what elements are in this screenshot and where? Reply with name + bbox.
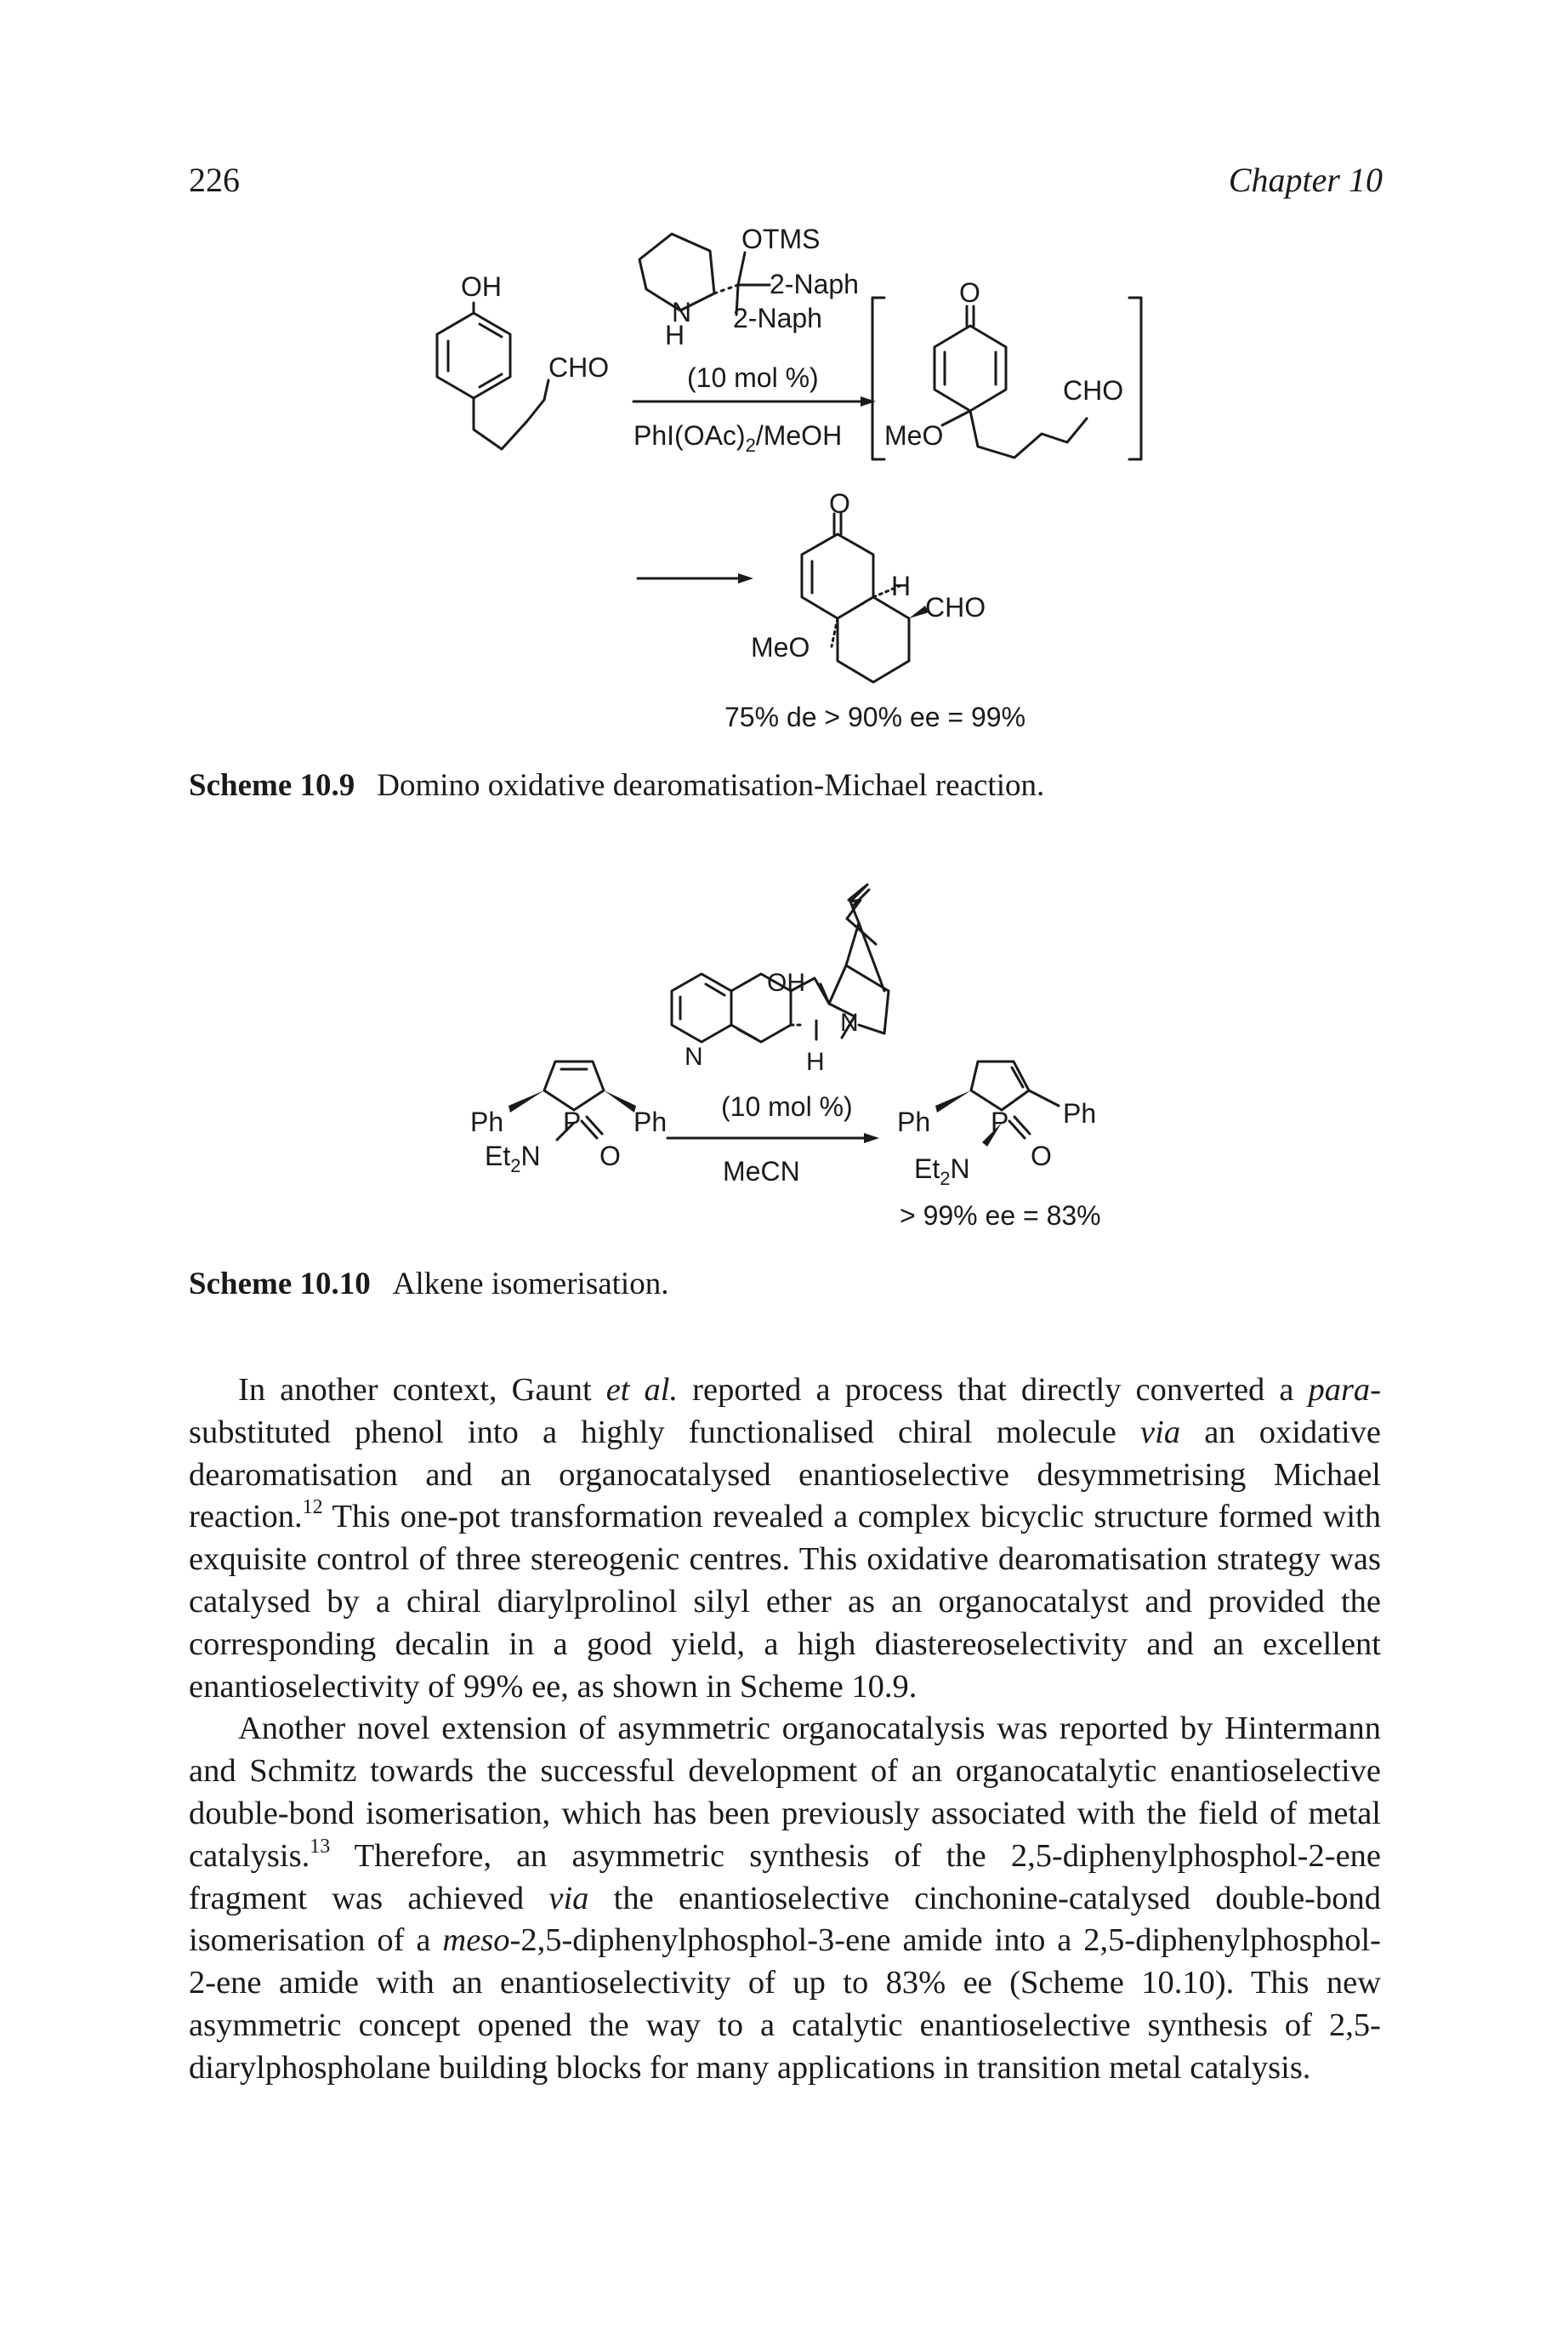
reference-12: 12 — [302, 1496, 323, 1519]
cinchonine-n-bridge-label: N — [840, 1009, 859, 1037]
phospholene-reactant: Ph Ph P O Et2N — [470, 1060, 667, 1176]
product-cho-label: CHO — [925, 592, 986, 623]
scheme2-loading: (10 mol %) — [721, 1091, 853, 1122]
intermediate-cho-label: CHO — [1063, 375, 1123, 406]
reactant-o-label: O — [599, 1141, 621, 1171]
reactant-amine-label: Et2N — [485, 1141, 541, 1176]
scheme1-oxidant: PhI(OAc)2/MeOH — [633, 420, 842, 456]
intermediate-meo-label: MeO — [884, 420, 943, 451]
reactant-cho-label: CHO — [548, 352, 609, 383]
scheme-10-9-label: Scheme 10.9 — [189, 768, 355, 803]
scheme2-result: > 99% ee = 83% — [900, 1200, 1101, 1231]
scheme1-loading: (10 mol %) — [687, 362, 819, 393]
scheme-10-9-figure: OH CHO OTMS 2-Naph N 2-Naph H (10 mol %)… — [435, 224, 1143, 732]
cinchonine-oh-label: OH — [767, 969, 805, 997]
prolinol-catalyst: OTMS 2-Naph N 2-Naph H — [638, 224, 859, 350]
decalin-product: O H CHO MeO — [751, 488, 986, 684]
cinchonine-n-ring-label: N — [685, 1043, 703, 1071]
chapter-title: Chapter 10 — [1228, 161, 1383, 199]
naph-label-a: 2-Naph — [770, 269, 859, 299]
product-meo-label: MeO — [751, 632, 810, 663]
reactant-oh-label: OH — [461, 271, 502, 302]
product-amine-label: Et2N — [914, 1153, 970, 1189]
catalyst-h-label: H — [665, 320, 685, 350]
cinchonine-catalyst: OH N N H — [670, 883, 890, 1076]
phenol-reactant: OH CHO — [435, 271, 609, 451]
product-o-label: O — [829, 488, 850, 519]
reference-13: 13 — [310, 1835, 331, 1858]
scheme1-result: 75% de > 90% ee = 99% — [724, 702, 1025, 732]
reactant-ph-left: Ph — [470, 1107, 503, 1137]
scheme-10-9-caption: Scheme 10.9 Domino oxidative dearomatisat… — [189, 767, 1044, 804]
naph-label-b: 2-Naph — [733, 303, 822, 333]
scheme-10-10-caption: Scheme 10.10 Alkene isomerisation. — [189, 1266, 668, 1302]
product-ph-right: Ph — [1063, 1098, 1096, 1129]
dienone-intermediate: O MeO CHO — [871, 277, 1143, 461]
scheme-10-10-label: Scheme 10.10 — [189, 1267, 371, 1301]
cinchonine-h-label: H — [806, 1048, 825, 1076]
catalyst-n-label: N — [672, 297, 691, 327]
otms-label: OTMS — [741, 224, 820, 254]
scheme-10-10-figure: Ph Ph P O Et2N OH N N H (10 mol %) MeCN — [470, 883, 1101, 1231]
scheme-10-10-text: Alkene isomerisation. — [392, 1267, 669, 1301]
intermediate-o-label: O — [959, 277, 980, 308]
product-ph-left: Ph — [897, 1107, 930, 1137]
reactant-ph-right: Ph — [633, 1107, 667, 1137]
product-h-label: H — [891, 571, 911, 601]
page-number: 226 — [189, 161, 240, 199]
product-p-label: P — [991, 1107, 1008, 1137]
phospholene-product: Ph Ph P O Et2N — [897, 1060, 1096, 1189]
scheme-10-9-text: Domino oxidative dearomatisation-Michael… — [377, 768, 1045, 803]
body-text: In another context, Gaunt et al. reporte… — [189, 1369, 1381, 2090]
product-o-label: O — [1031, 1141, 1052, 1171]
reactant-p-label: P — [563, 1107, 581, 1137]
paragraph-1: In another context, Gaunt et al. reporte… — [189, 1372, 1382, 1705]
scheme2-solvent: MeCN — [723, 1156, 800, 1187]
paragraph-2: Another novel extension of asymmetric or… — [189, 1711, 1381, 2086]
